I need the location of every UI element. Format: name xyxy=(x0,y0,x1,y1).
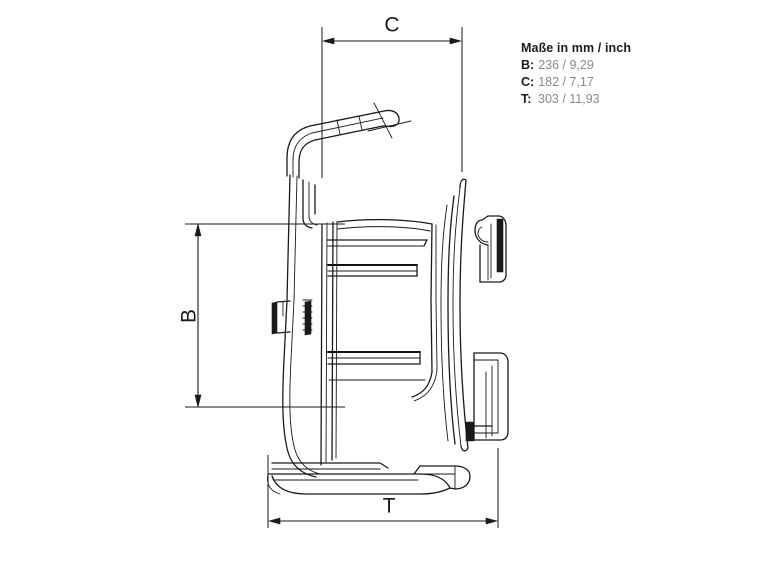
reel-body-outline xyxy=(282,174,469,478)
dimensions-spec-block: Maße in mm / inch B:236 / 9,29 C:182 / 7… xyxy=(521,40,701,107)
spec-value-c: 182 / 7,17 xyxy=(538,75,594,89)
spec-row-t: T: 303 / 11,93 xyxy=(521,91,701,107)
spec-key-t: T: xyxy=(521,91,532,106)
dimension-t: T xyxy=(267,448,499,528)
dimension-t-label: T xyxy=(383,495,396,518)
spec-row-c: C:182 / 7,17 xyxy=(521,74,701,90)
spec-key-c: C: xyxy=(521,75,535,89)
upper-cable-clip xyxy=(474,215,507,283)
dimension-b-label: B xyxy=(178,309,201,323)
dimension-c: C xyxy=(321,14,463,178)
carry-handle xyxy=(286,102,412,229)
spec-key-b: B: xyxy=(521,58,535,73)
drum-internal-ledges xyxy=(326,239,428,381)
spec-value-b: 236 / 9,29 xyxy=(538,58,594,73)
base-foot xyxy=(267,462,471,495)
dimension-b: B xyxy=(178,223,345,408)
spec-title: Maße in mm / inch xyxy=(521,41,632,55)
dimension-c-label: C xyxy=(384,14,399,37)
lower-mounting-bracket xyxy=(465,352,509,442)
spec-row-b: B:236 / 9,29 xyxy=(521,57,701,73)
left-latch-tab xyxy=(271,299,313,336)
spec-value-t: 303 / 11,93 xyxy=(538,91,600,106)
